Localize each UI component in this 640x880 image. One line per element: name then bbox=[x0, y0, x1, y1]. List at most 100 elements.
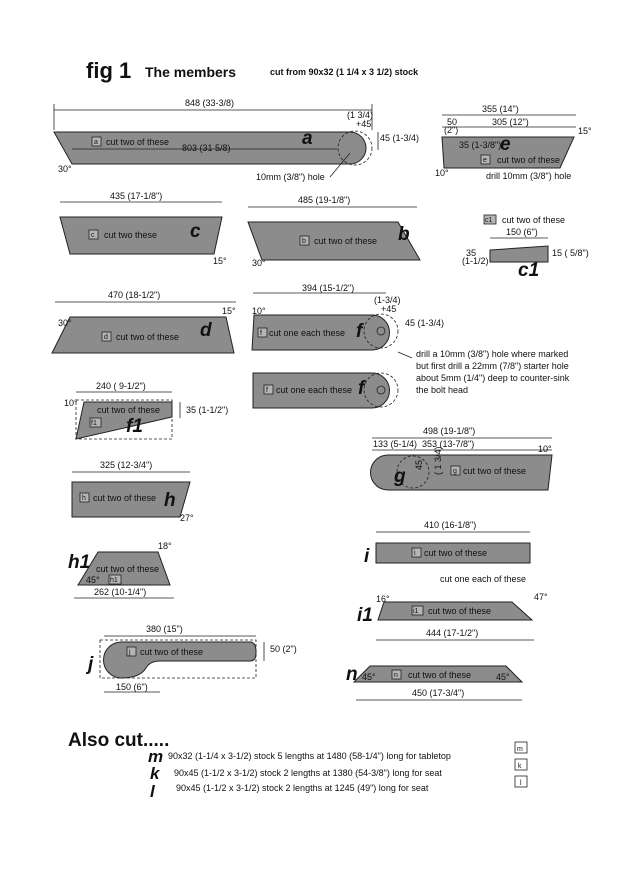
dimension-bottom: 150 (6") bbox=[116, 682, 148, 692]
angle-left: 30° bbox=[58, 318, 72, 328]
piece-n: n cut two of these n 45° 45° 450 (17-3/4… bbox=[346, 664, 524, 701]
dimension-a-3: 45 (1-3/4) bbox=[380, 133, 419, 143]
tag-text: j bbox=[128, 649, 131, 656]
piece-letter: i bbox=[364, 546, 370, 567]
item-letter: m bbox=[148, 747, 163, 766]
piece-c1: c1 cut two of these 150 (6") 35 (1-1/2) … bbox=[462, 214, 589, 281]
tag-box bbox=[514, 741, 528, 754]
piece-e: 355 (14") 50 (2") 305 (12") 35 (1-3/8") … bbox=[435, 104, 592, 181]
piece-letter: f bbox=[356, 321, 364, 342]
piece-j-shape bbox=[103, 641, 257, 679]
piece-label: cut two of these bbox=[502, 215, 565, 225]
piece-label: cut two of these bbox=[93, 493, 156, 503]
dimension-right: 353 (13-7/8") bbox=[422, 439, 474, 449]
drill-note-2: but first drill a 22mm (7/8") starter ho… bbox=[416, 361, 569, 371]
arc-guide bbox=[363, 313, 399, 349]
also-item-k: k 90x45 (1-1/2 x 3-1/2) stock 2 lengths … bbox=[150, 758, 528, 783]
arc-guide bbox=[363, 372, 399, 408]
piece-f: 394 (15-1/2") f cut one each these f (1-… bbox=[251, 283, 570, 395]
dimension-width: 150 (6") bbox=[506, 227, 538, 237]
leader-line bbox=[329, 152, 351, 178]
tag-text: c bbox=[91, 232, 95, 239]
piece-f-shape bbox=[251, 314, 390, 351]
dimension-overall: 410 (16-1/8") bbox=[424, 520, 476, 530]
arc-guide bbox=[396, 455, 430, 489]
piece-letter: n bbox=[346, 664, 358, 685]
dimension-side: 35 (1-3/8") bbox=[459, 140, 501, 150]
angle-left: 10° bbox=[435, 168, 449, 178]
tag-text: c1 bbox=[485, 217, 493, 224]
tag-box bbox=[108, 574, 122, 585]
piece-g: 498 (19-1/8") 133 (5-1/4) 353 (13-7/8") … bbox=[370, 426, 553, 491]
tag-text: k bbox=[518, 763, 522, 770]
hole-note: 10mm (3/8") hole bbox=[256, 172, 325, 182]
piece-b-shape bbox=[247, 221, 421, 261]
drill-note-3: about 5mm (1/4") deep to counter-sink bbox=[416, 373, 570, 383]
tag-box bbox=[101, 331, 112, 342]
angle-left: 45° bbox=[362, 672, 376, 682]
piece-letter: c bbox=[190, 221, 201, 242]
dimension-left: 133 (5-1/4) bbox=[373, 439, 417, 449]
tag-text: f bbox=[260, 330, 262, 337]
piece-d: 470 (18-1/2") d cut two of these d 30° 1… bbox=[51, 290, 236, 354]
leader-line bbox=[397, 351, 413, 359]
item-letter: k bbox=[150, 764, 161, 783]
dimension-left: 50 bbox=[447, 117, 457, 127]
angle-right: 47° bbox=[534, 592, 548, 602]
piece-label: cut two of these bbox=[116, 332, 179, 342]
piece-letter: e bbox=[500, 134, 511, 155]
piece-label: cut two of these bbox=[463, 466, 526, 476]
piece-f-second: f cut one each these f bbox=[252, 372, 399, 409]
stock-outline bbox=[99, 639, 257, 679]
dimension-width: 262 (10-1/4") bbox=[94, 587, 146, 597]
tag-box bbox=[126, 646, 137, 657]
tag-text: g bbox=[453, 468, 457, 475]
tag-box bbox=[88, 229, 99, 240]
item-letter: l bbox=[150, 782, 156, 801]
stock-outline bbox=[75, 399, 173, 440]
piece-letter: j bbox=[85, 654, 94, 675]
piece-i1: i1 cut two of these i1 16° 47° 444 (17-1… bbox=[357, 592, 548, 641]
item-text: 90x32 (1-1/4 x 3-1/2) stock 5 lengths at… bbox=[168, 751, 451, 761]
dimension-overall: 325 (12-3/4") bbox=[100, 460, 152, 470]
dimension-overall: 485 (19-1/8") bbox=[298, 195, 350, 205]
angle-label: 10° bbox=[538, 444, 552, 454]
piece-label: cut two these bbox=[104, 230, 157, 240]
piece-letter: h bbox=[164, 490, 176, 511]
tag-box bbox=[91, 136, 102, 147]
tag-box bbox=[299, 235, 310, 246]
piece-h1-shape bbox=[77, 551, 171, 586]
piece-i: 410 (16-1/8") i cut two of these i cut o… bbox=[364, 520, 531, 584]
piece-letter: c1 bbox=[518, 260, 539, 281]
dimension-left-imperial: (1-1/2) bbox=[462, 256, 489, 266]
piece-letter: f1 bbox=[126, 416, 143, 437]
dimension-overall: 450 (17-3/4") bbox=[412, 688, 464, 698]
dimension-overall: 444 (17-1/2") bbox=[426, 628, 478, 638]
dimension-a-2: +45 bbox=[356, 119, 371, 129]
tag-box bbox=[514, 775, 528, 788]
angle-left: 16° bbox=[376, 594, 390, 604]
dimension-f-3: 45 (1-3/4) bbox=[405, 318, 444, 328]
piece-label: cut two of these bbox=[96, 564, 159, 574]
tag-text: f1 bbox=[91, 420, 97, 427]
piece-c1-shape bbox=[489, 245, 549, 263]
tag-box bbox=[411, 605, 424, 616]
dimension-overall: 498 (19-1/8") bbox=[423, 426, 475, 436]
angle-right: 45° bbox=[496, 672, 510, 682]
dimension-left-imperial: (2") bbox=[444, 125, 458, 135]
dimension-right: 15 ( 5/8") bbox=[552, 248, 589, 258]
tag-text: i1 bbox=[413, 608, 419, 615]
dimension-right: 305 (12") bbox=[492, 117, 529, 127]
tag-text: m bbox=[517, 746, 523, 753]
also-heading: Also cut..... bbox=[68, 730, 169, 751]
piece-label: cut two of these bbox=[408, 670, 471, 680]
tag-box bbox=[79, 492, 90, 503]
figure-subtitle: cut from 90x32 (1 1/4 x 3 1/2) stock bbox=[270, 67, 419, 77]
tag-box bbox=[257, 327, 268, 338]
piece-label: cut two of these bbox=[428, 606, 491, 616]
dimension-side: 35 (1-1/2") bbox=[186, 405, 228, 415]
piece-letter: a bbox=[302, 128, 313, 149]
tag-text: l bbox=[520, 780, 522, 787]
dimension-overall: 380 (15") bbox=[146, 624, 183, 634]
